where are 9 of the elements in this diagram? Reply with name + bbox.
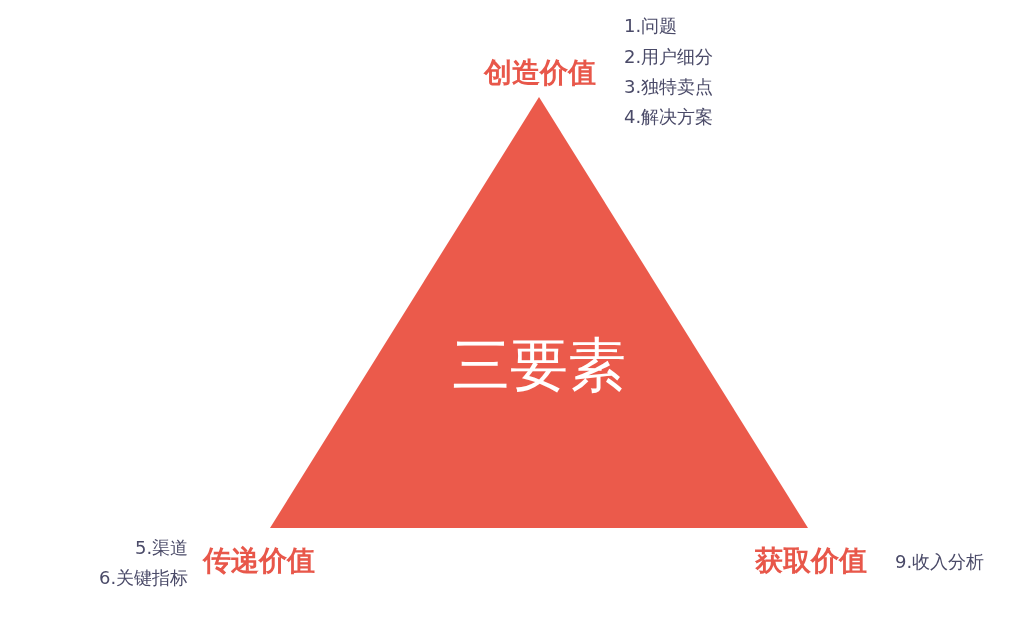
list-item: 2.用户细分 bbox=[624, 47, 714, 67]
list-item: 9.收入分析 bbox=[895, 552, 985, 572]
corner-heading: 传递价值 bbox=[203, 545, 315, 577]
corner-heading: 获取价值 bbox=[755, 545, 867, 577]
center-label: 三要素 bbox=[452, 336, 626, 394]
list-item: 1.问题 bbox=[624, 16, 678, 36]
list-item: 5.渠道 bbox=[135, 538, 189, 558]
list-item: 4.解决方案 bbox=[624, 107, 714, 127]
list-item: 6.关键指标 bbox=[99, 568, 189, 588]
